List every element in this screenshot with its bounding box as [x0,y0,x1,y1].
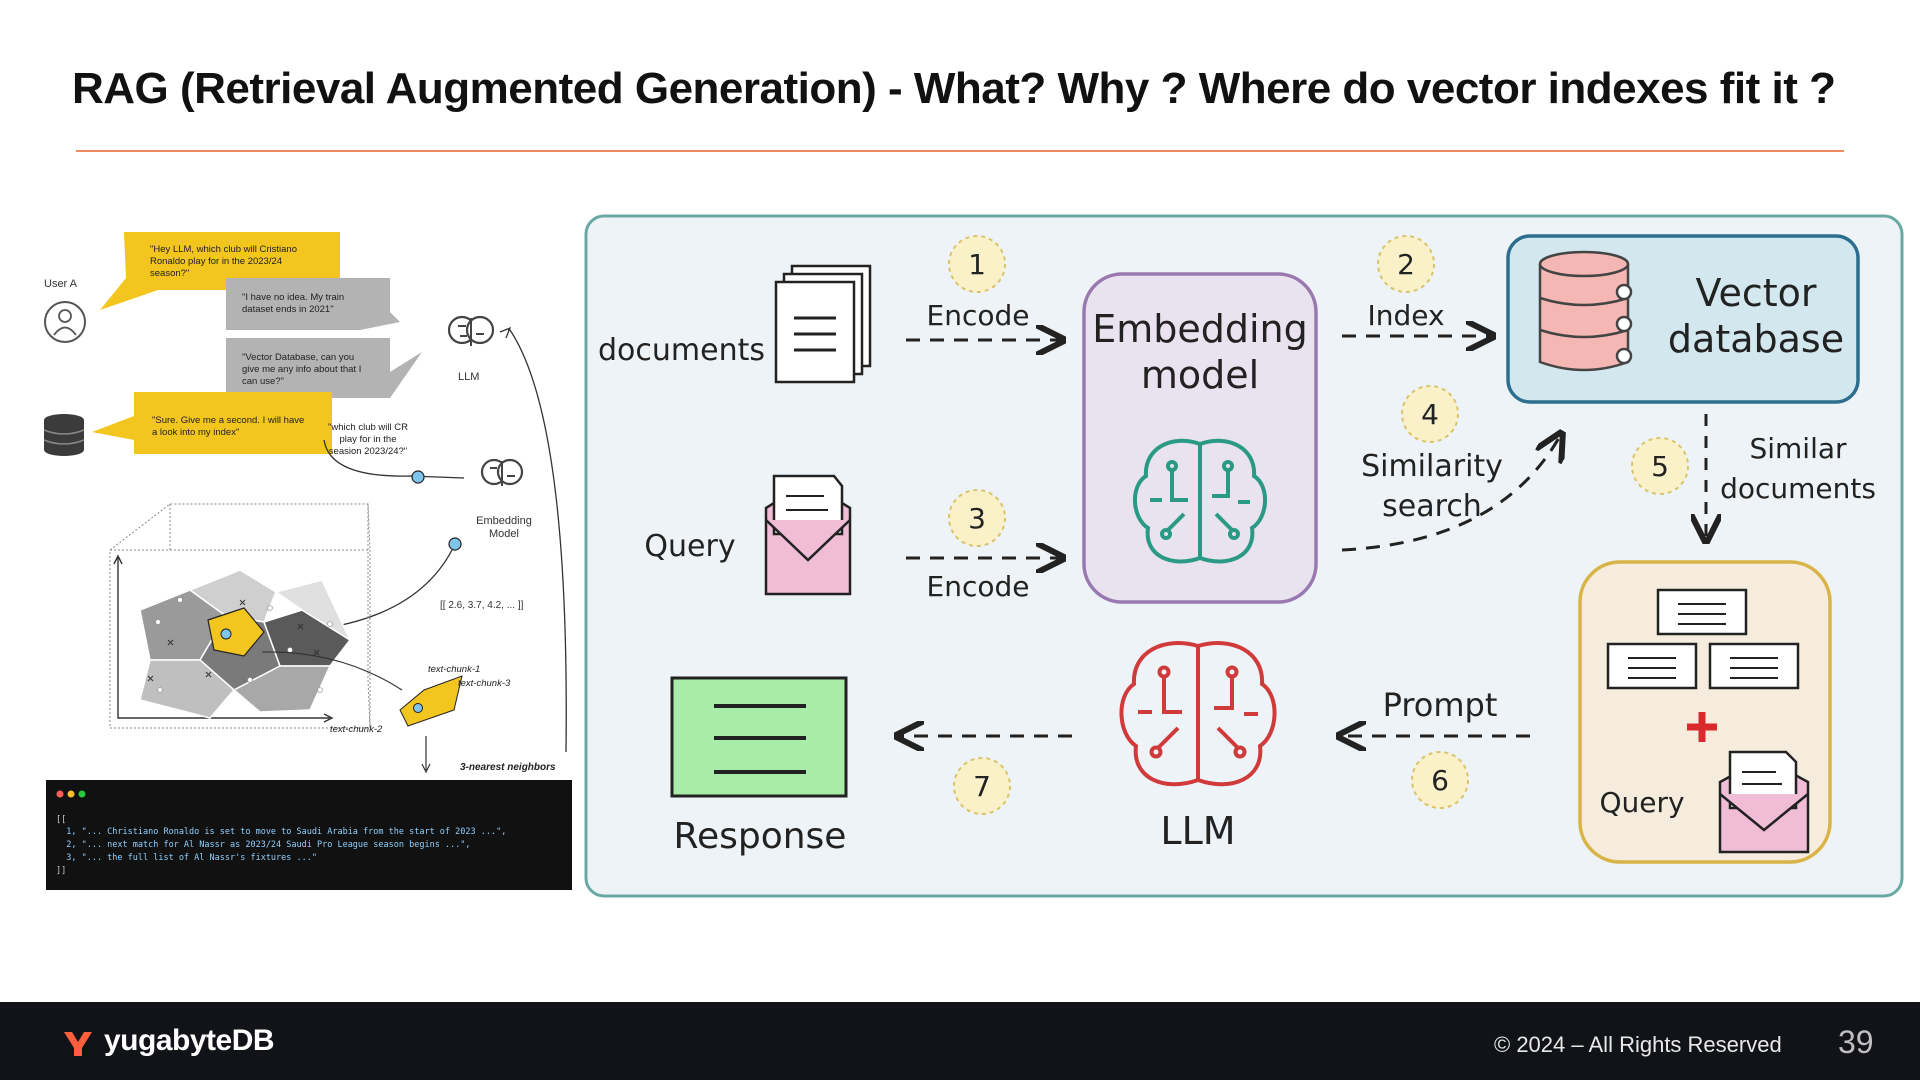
step-6-badge: 6 [1411,751,1469,809]
bubble-db-reply: "Sure. Give me a second. I will have a l… [92,392,332,454]
nearest-neighbors-shape [399,675,463,727]
vector-db-label-2: database [1668,317,1844,361]
bundle-envelope-icon [1718,750,1810,854]
user-avatar-icon [44,301,86,343]
query-line-3: seasion 2023/24?" [329,446,407,457]
bubble-llm-no-idea: "I have no idea. My train dataset ends i… [226,278,400,330]
terminal-line-4: 3, "... the full list of Al Nassr's fixt… [56,853,317,863]
yugabyte-logo-icon [64,1032,92,1056]
embedding-label-2: model [1141,353,1259,397]
slide-title: RAG (Retrieval Augmented Generation) - W… [72,64,1836,113]
documents-label: documents [598,333,765,368]
footer-copyright: © 2024 – All Rights Reserved [1494,1032,1782,1057]
bubble-ask-line-3: can use?" [242,376,284,387]
bubble-no-idea-line-2: dataset ends in 2021" [242,304,334,315]
encode-top-label: Encode [927,299,1030,332]
llm-label: LLM [458,371,479,383]
index-label: Index [1367,299,1444,332]
terminal-output: [[ 1, "... Christiano Ronaldo is set to … [46,780,572,890]
step-5-badge: 5 [1631,437,1689,495]
step-2-badge: 2 [1377,235,1435,293]
bubble-ask-line-1: "Vector Database, can you [242,352,354,363]
llm-label: LLM [1160,809,1235,853]
bundle-query-label: Query [1599,786,1684,819]
terminal-line-2: 1, "... Christiano Ronaldo is set to mov… [56,827,506,837]
llm-brain-icon [1119,641,1277,787]
similarity-label-1: Similarity [1361,449,1503,484]
similar-docs-label-1: Similar [1749,432,1847,465]
prompt-label: Prompt [1383,686,1498,724]
llm-brain-icon [447,315,495,346]
query-line-1: "which club will CR [328,422,408,433]
embedding-brain-icon [480,458,524,486]
user-label: User A [44,278,78,290]
similar-docs-label-2: documents [1720,472,1876,505]
svg-text:4: 4 [1421,398,1439,431]
embedding-brain-icon [1132,438,1268,564]
database-icon [43,414,85,456]
documents-icon [774,264,872,384]
bubble-user-line-2: Ronaldo play for in the 2023/24 [150,256,282,267]
step-1-badge: 1 [948,235,1006,293]
vector-text: [[ 2.6, 3.7, 4.2, ... ]] [440,600,524,611]
bubble-reply-line-2: a look into my index" [152,427,239,438]
bubble-user-line-3: season?" [150,268,189,279]
query-envelope-icon [764,474,852,596]
query-label: Query [644,529,735,564]
chunk-3-label: text-chunk-3 [458,678,511,689]
database-cylinder-icon [1538,250,1633,372]
terminal-line-1: [[ [56,815,66,825]
response-label: Response [674,816,847,857]
svg-text:3: 3 [968,502,986,535]
bubble-no-idea-line-1: "I have no idea. My train [242,292,344,303]
neighbors-label: 3-nearest neighbors [460,762,556,773]
bubble-user-question: "Hey LLM, which club will Cristiano Rona… [100,232,340,310]
page-number: 39 [1838,1024,1874,1060]
step-7-badge: 7 [953,757,1011,815]
left-rag-diagram: User A "Hey LLM, which club will Cristia… [43,232,572,890]
bubble-reply-line-1: "Sure. Give me a second. I will have [152,415,304,426]
bubble-ask-line-2: give me any info about that I [242,364,361,375]
title-divider [76,150,1844,152]
prompt-bundle-box: Query [1578,560,1832,864]
embedding-label-1: Embedding [1092,307,1308,351]
vector-db-label-1: Vector [1695,271,1816,315]
similarity-label-2: search [1382,489,1482,524]
step-3-badge: 3 [948,489,1006,547]
embedding-label-1: Embedding [476,515,532,527]
vector-space-box [109,503,371,729]
chunk-2-label: text-chunk-2 [330,724,383,735]
footer-bar [0,1002,1920,1080]
encode-bottom-label: Encode [927,570,1030,603]
chunk-1-label: text-chunk-1 [428,664,480,675]
bubble-llm-ask-db: "Vector Database, can you give me any in… [226,338,422,398]
bubble-user-line-1: "Hey LLM, which club will Cristiano [150,244,297,255]
svg-text:6: 6 [1431,764,1449,797]
brand-name: yugabyteDB [104,1024,275,1057]
right-rag-diagram: documents Encode 1 Embedding model In [584,214,1904,898]
svg-text:7: 7 [973,770,991,803]
embedding-label-2: Model [489,528,519,540]
svg-text:5: 5 [1651,450,1669,483]
query-line-2: play for in the [339,434,396,445]
response-document-icon [670,676,848,798]
step-4-badge: 4 [1401,385,1459,443]
svg-text:2: 2 [1397,248,1415,281]
terminal-line-5: ]] [56,866,66,876]
terminal-line-3: 2, "... next match for Al Nassr as 2023/… [56,840,471,850]
svg-text:1: 1 [968,248,986,281]
